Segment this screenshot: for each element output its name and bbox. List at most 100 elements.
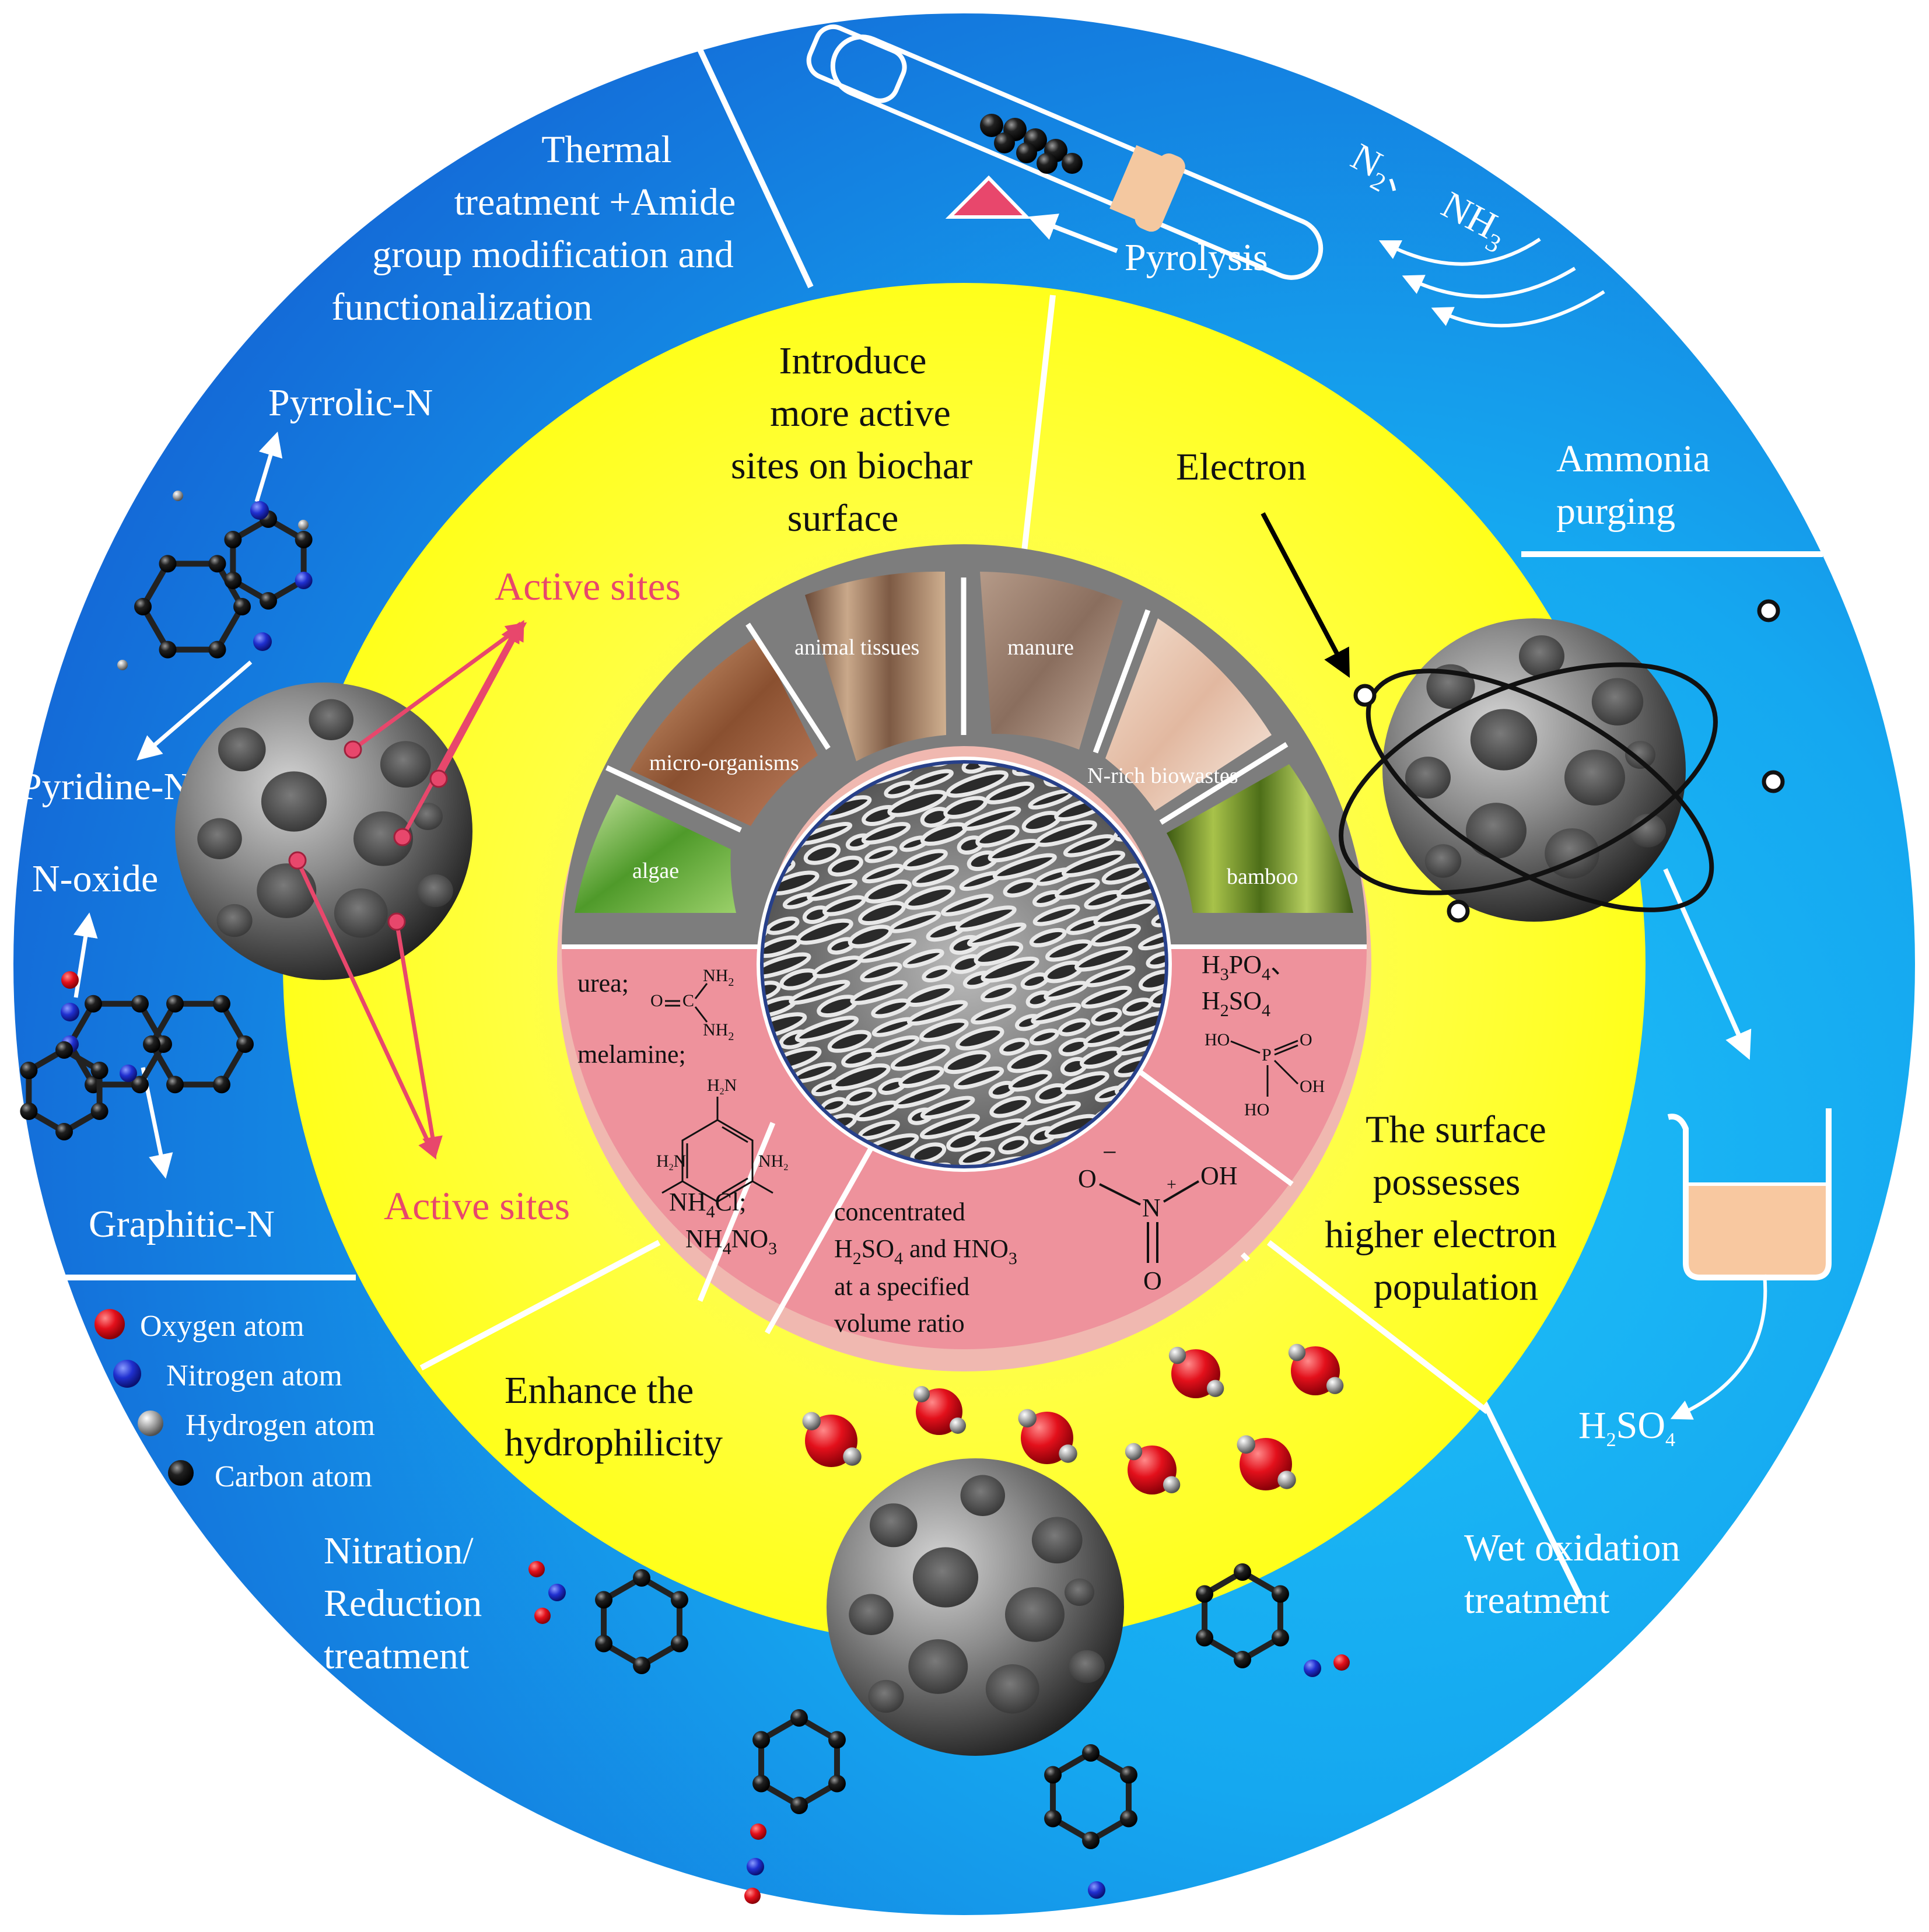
nitration-line-2: Reduction (324, 1582, 482, 1625)
noxide-o-atom (61, 971, 79, 989)
nitro-o-atom (1333, 1654, 1350, 1671)
surface-line-2: possesses (1373, 1161, 1520, 1203)
conc-line-3: at a specified (834, 1272, 969, 1301)
feedstock-label-animal-tissues: animal tissues (794, 635, 919, 660)
pyridinic-molecule-ring-a (134, 555, 251, 659)
p-o: O (1300, 1030, 1312, 1049)
feedstock-label-manure: manure (1007, 635, 1074, 660)
biochar-sphere-bottom (827, 1458, 1124, 1756)
p-oh: OH (1300, 1077, 1325, 1096)
pyrolysis-label: Pyrolysis (1125, 236, 1268, 279)
beaker-out-arrow (1670, 1274, 1767, 1420)
biochar-sphere-right (1382, 618, 1686, 922)
beaker-icon (1667, 1108, 1832, 1280)
legend-hydrogen: Hydrogen atom (185, 1409, 375, 1442)
biochar-spheres (175, 618, 1686, 1756)
urea-nh2-bottom: NH2 (703, 1020, 734, 1043)
surface-line-4: population (1374, 1266, 1538, 1308)
sem-image (764, 764, 1165, 1165)
active-site-dots (288, 740, 448, 931)
feedstock-label-bamboo: bamboo (1227, 864, 1298, 889)
reagent-phosphoric-sulfuric: H3PO4、 H2SO4 HO P O OH HO (1202, 950, 1325, 1119)
reagent-nitric-structure: O − N + OH O (1078, 1138, 1238, 1295)
noxide-n-atom (61, 1003, 79, 1021)
feedstock-dividers (605, 578, 1289, 833)
conc-line-2: H2SO4 and HNO3 (834, 1234, 1017, 1268)
gas-flow-arrows (1378, 237, 1605, 328)
reagent-nh4no3: NH4NO3 (685, 1224, 777, 1258)
p-ho-top: HO (1205, 1030, 1230, 1049)
legend-oxygen: Oxygen atom (140, 1310, 304, 1343)
to-beaker-arrow (1663, 868, 1752, 1060)
introduce-label: Introduce more active sites on biochar s… (731, 340, 972, 540)
water-molecule (1168, 1346, 1224, 1398)
legend-carbon: Carbon atom (215, 1460, 372, 1493)
water-molecule (1237, 1435, 1296, 1490)
graphitic-molecule-ring-b (143, 995, 254, 1094)
nitration-line-1: Nitration/ (324, 1530, 474, 1572)
pyridine-label: Pyridine-N (20, 765, 191, 808)
noxide-molecule-ring-c (20, 1041, 108, 1140)
graphitic-n-atom (120, 1065, 137, 1082)
reagent-h3po4: H3PO4、 (1202, 950, 1296, 984)
feedstock-label-micro-organisms: micro-organisms (649, 751, 799, 775)
conc-line-1: concentrated (834, 1198, 965, 1226)
n-oxide-label: N-oxide (32, 858, 158, 900)
feedstock-label-algae: algae (632, 859, 679, 883)
biochar-sphere-left (175, 682, 472, 980)
pyridine-n-atom (253, 632, 272, 651)
nitro-n-atom (548, 1584, 566, 1601)
nitrogen-atom-icon (113, 1360, 141, 1388)
nitro-aromatic-ring-left (595, 1569, 688, 1674)
no-n: N (1142, 1194, 1161, 1222)
water-molecule (1125, 1443, 1181, 1494)
pyrrolic-molecule-ring-b (224, 510, 313, 610)
heat-triangle-icon (945, 175, 1031, 219)
introduce-line-3: sites on biochar (731, 444, 972, 487)
no-oh: OH (1200, 1161, 1238, 1190)
outer-ring-dividers (58, 39, 1823, 1600)
pyrolysis-arrow (1028, 214, 1118, 253)
ammonia-line-2: purging (1556, 490, 1675, 533)
no-minus: − (1102, 1138, 1117, 1167)
h-atom (298, 520, 309, 530)
active-sites-top: Active sites (495, 564, 681, 608)
hydro-line-1: Enhance the (505, 1369, 694, 1412)
h2so4-outer-label: H2SO4 (1578, 1404, 1675, 1451)
conc-line-4: volume ratio (834, 1309, 965, 1338)
water-molecule (913, 1386, 966, 1435)
thermal-label: Thermal treatment +Amide group modificat… (331, 128, 736, 328)
urea-c: C (682, 991, 694, 1010)
nitration-line-3: treatment (324, 1634, 469, 1677)
nitro-o-atom (528, 1561, 545, 1577)
introduce-line-2: more active (770, 392, 951, 435)
water-molecules (802, 1343, 1344, 1494)
thermal-line-3: group modification and (372, 233, 734, 276)
melamine-right-nh2: NH2 (758, 1152, 788, 1172)
yellow-ring-dividers (419, 295, 1490, 1414)
nitro-o-atom (744, 1888, 761, 1904)
thermal-line-4: functionalization (331, 286, 592, 328)
reagent-concentrated-acids: concentrated H2SO4 and HNO3 at a specifi… (834, 1198, 1017, 1338)
melamine-top-nh2: H2N (707, 1076, 737, 1097)
reagent-urea-melamine: urea; NH2 O C NH2 melamine; H2N H2N NH2 (577, 966, 788, 1203)
introduce-line-1: Introduce (779, 340, 927, 382)
water-molecule (802, 1412, 862, 1467)
no-o-bottom: O (1143, 1266, 1162, 1295)
reagent-melamine: melamine; (577, 1040, 686, 1069)
thermal-line-1: Thermal (541, 128, 672, 171)
pyrolysis-tube-icon (806, 24, 1324, 280)
feedstock-label-n-rich-biowastes: N-rich biowastes (1087, 764, 1238, 788)
amino-n-atom (1088, 1881, 1105, 1899)
nitro-o-atom (534, 1608, 551, 1624)
nitro-n-atom (1304, 1660, 1321, 1677)
carbon-atom-icon (168, 1460, 194, 1486)
urea-nh2-top: NH2 (703, 966, 734, 989)
nitro-n-atom (747, 1858, 764, 1875)
melamine-structure (661, 1097, 773, 1203)
oxygen-atom-icon (94, 1309, 125, 1339)
surface-line-3: higher electron (1325, 1213, 1557, 1256)
urea-bond-cn1 (694, 983, 708, 999)
